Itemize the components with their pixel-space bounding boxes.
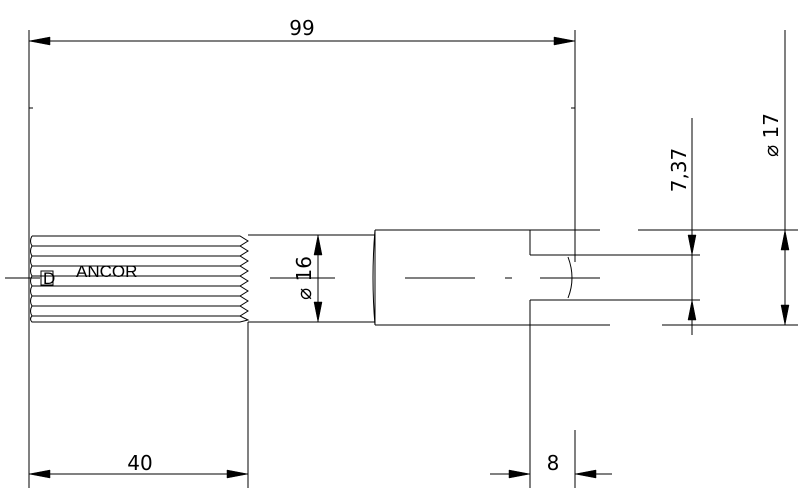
arrow-left-8 [508, 469, 531, 479]
arrow-left-40 [28, 469, 51, 479]
dimension-text-overall-length: 99 [289, 16, 314, 40]
arrow-top-16 [313, 234, 323, 256]
shaft-body [248, 229, 798, 326]
dimension-groove-width: 8 [490, 451, 612, 479]
dimension-text-offset: 7,37 [667, 148, 691, 193]
dimension-overall-length: 99 [28, 16, 576, 262]
dimension-offset: 7,37 [667, 118, 697, 335]
dimension-text-outer-diameter: ⌀ 17 [759, 113, 783, 157]
centre-mark-label: D [43, 269, 55, 288]
shaft-step-fillet [372, 229, 376, 326]
arrow-bottom-17 [780, 304, 790, 326]
arrow-bottom-16 [313, 301, 323, 323]
splined-section: D ANCOR [28, 235, 250, 323]
arrow-left-99 [28, 36, 51, 46]
centre-mark-box [40, 270, 54, 286]
arrow-right-8 [574, 469, 597, 479]
arrow-bottom-737 [687, 299, 697, 321]
groove [529, 230, 700, 488]
dimension-text-shaft-diameter: ⌀ 16 [292, 256, 316, 300]
arrow-top-17 [780, 229, 790, 251]
dimension-text-splined-length: 40 [127, 451, 152, 475]
arrow-right-99 [553, 36, 576, 46]
dimension-diameter-17: ⌀ 17 [759, 30, 790, 326]
dimension-diameter-16: ⌀ 16 [292, 234, 323, 323]
arrow-top-737 [687, 234, 697, 256]
brand-label: ANCOR [76, 262, 137, 281]
spline-teeth [30, 235, 250, 323]
arrow-right-40 [226, 469, 249, 479]
dimension-splined-length: 40 [28, 322, 249, 488]
groove-end [567, 256, 573, 299]
dimension-text-groove-width: 8 [547, 451, 560, 475]
